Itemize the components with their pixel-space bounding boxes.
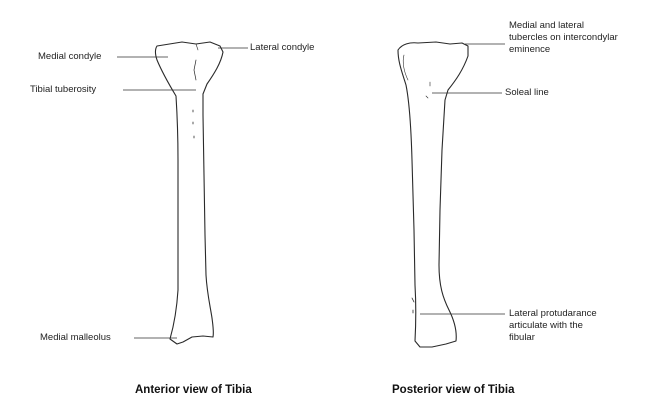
anterior-tibia-bone [156, 42, 224, 344]
label-tibial-tuberosity: Tibial tuberosity [30, 84, 96, 96]
caption-posterior-view: Posterior view of Tibia [392, 384, 515, 396]
label-intercondylar-tubercles-line-1: Medial and lateral [509, 20, 584, 32]
label-medial-malleolus: Medial malleolus [40, 332, 111, 344]
posterior-tibia-bone [398, 42, 468, 347]
label-intercondylar-tubercles-line-3: eminence [509, 44, 550, 56]
label-soleal-line: Soleal line [505, 87, 549, 99]
label-lateral-protuberance-line-2: articulate with the [509, 320, 583, 332]
label-lateral-protuberance-line-1: Lateral protudarance [509, 308, 597, 320]
label-intercondylar-tubercles-line-2: tubercles on intercondylar [509, 32, 618, 44]
caption-anterior-view: Anterior view of Tibia [135, 384, 252, 396]
label-medial-condyle: Medial condyle [38, 51, 101, 63]
label-lateral-protuberance-line-3: fibular [509, 332, 535, 344]
label-lateral-condyle: Lateral condyle [250, 42, 314, 54]
